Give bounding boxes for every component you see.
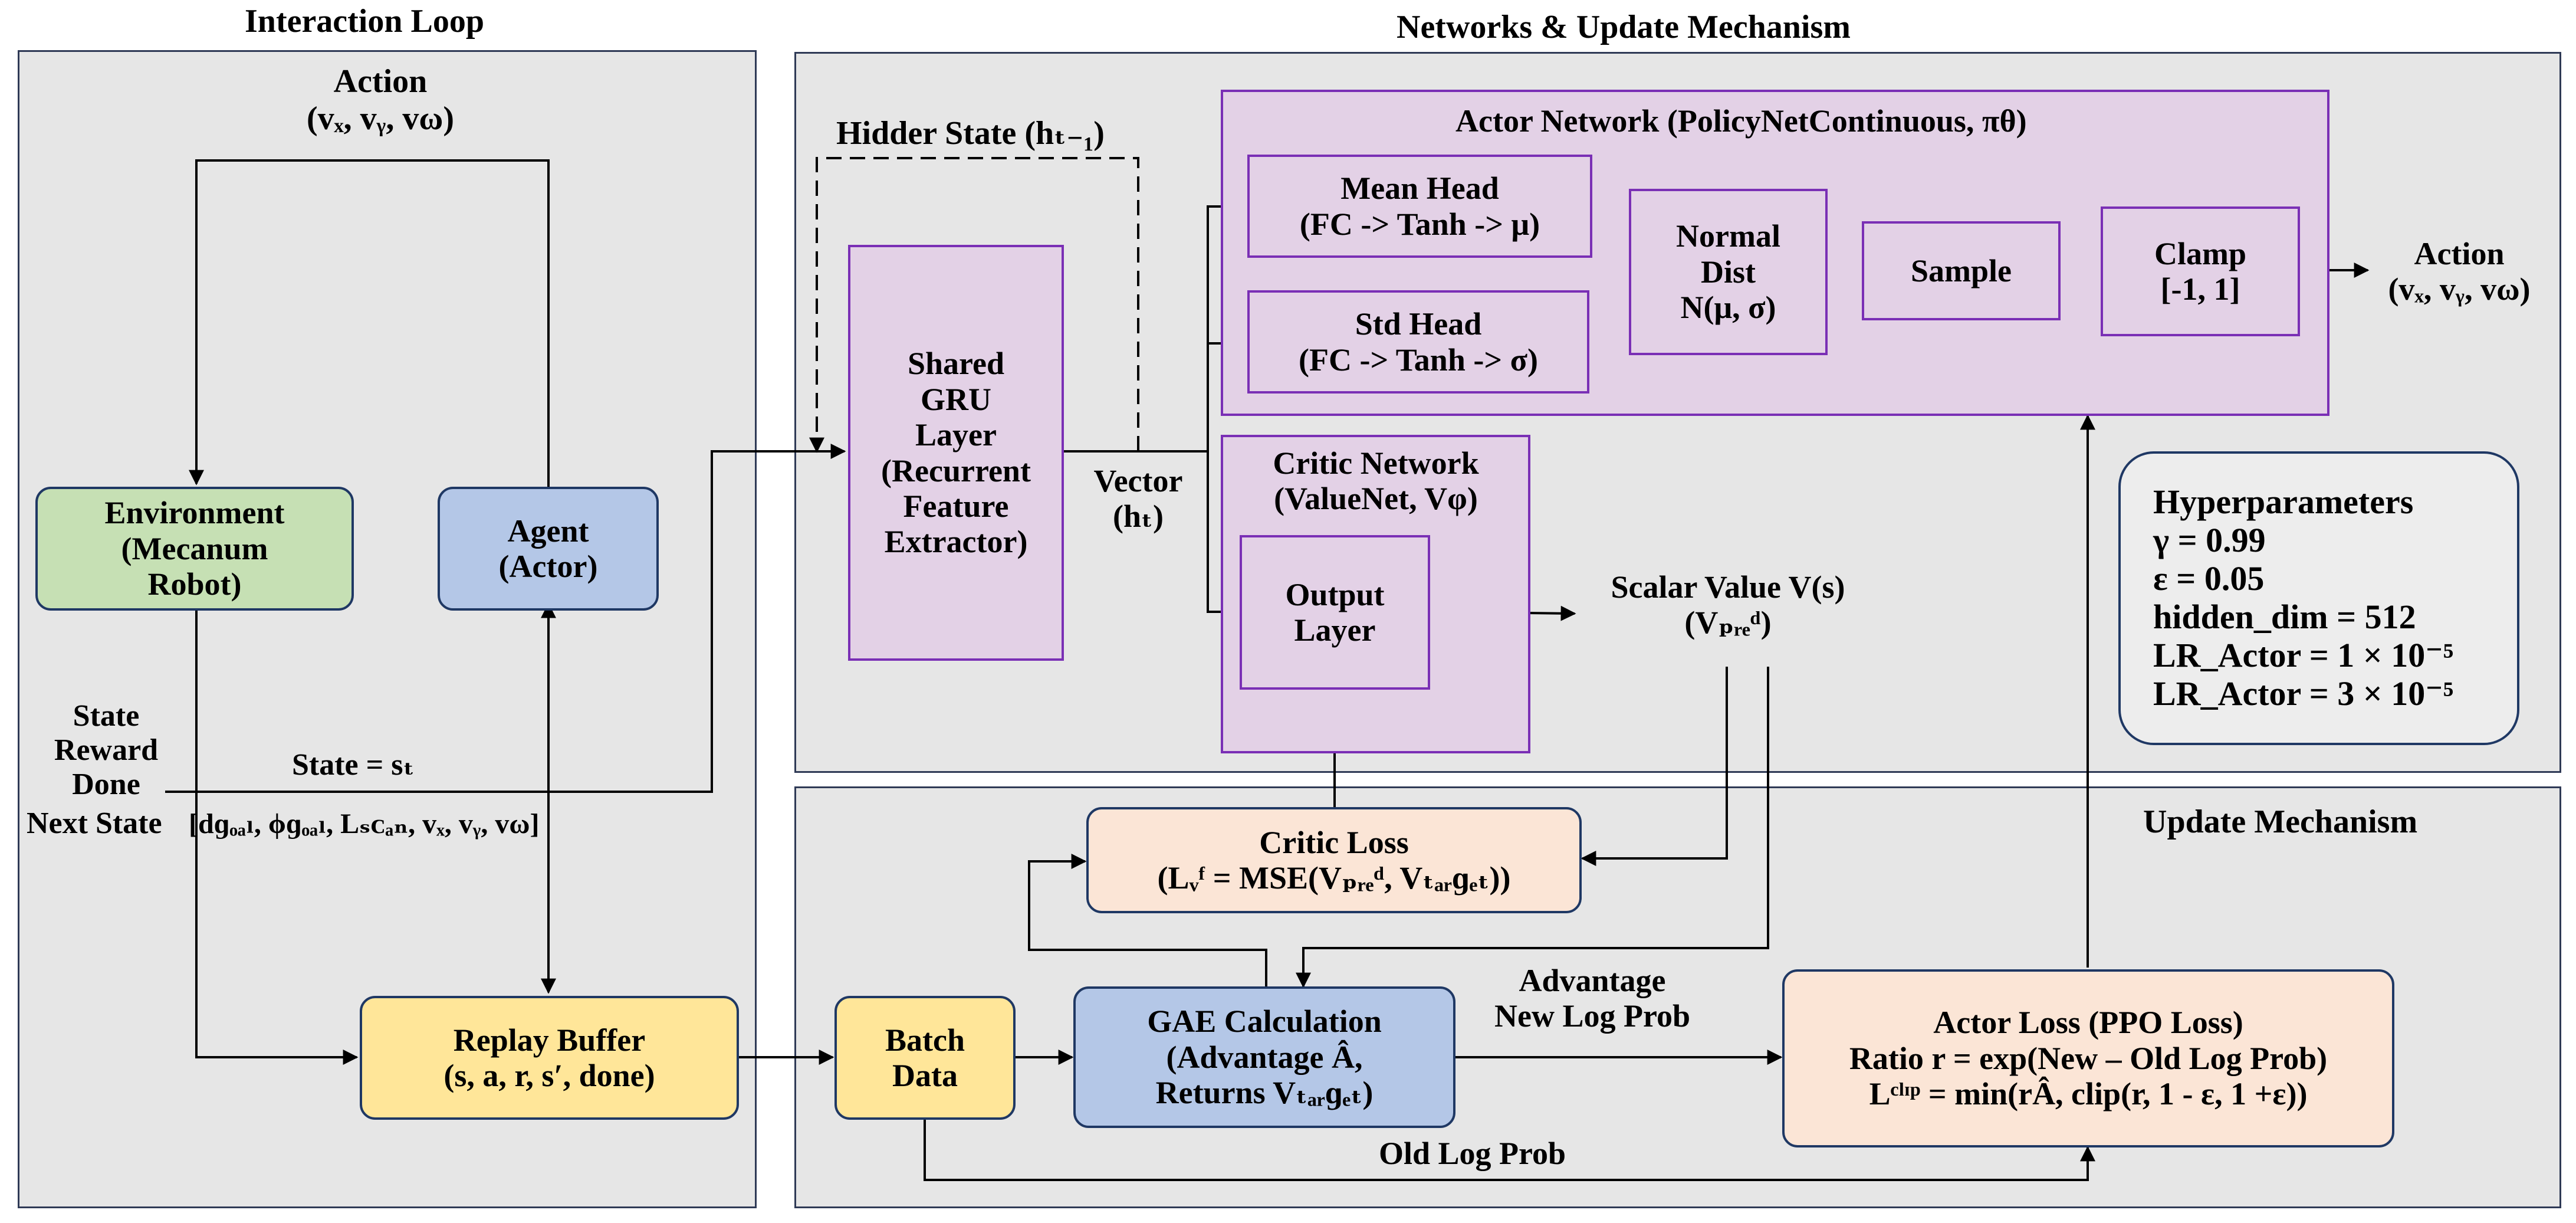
actor-loss-box: Actor Loss (PPO Loss) Ratio r = exp(New … <box>1782 969 2394 1147</box>
clamp-box: Clamp [-1, 1] <box>2101 206 2300 336</box>
sample-box: Sample <box>1862 221 2061 320</box>
hidden-state-label: Hidder State (hₜ₋₁) <box>836 115 1105 152</box>
networks-update-title: Networks & Update Mechanism <box>1397 9 1851 45</box>
state-equation-label: State = sₜ <box>292 748 415 782</box>
vpred-to-criticloss-line <box>1581 667 1728 866</box>
environment-box: Environment (Mecanum Robot) <box>35 487 354 611</box>
action-label-top: Action (vₓ, vᵧ, vω) <box>306 63 454 137</box>
state-reward-done-label: State Reward Done <box>54 699 159 802</box>
hidden-state-loop <box>809 157 1139 453</box>
gae-calculation-box: GAE Calculation (Advantage Â, Returns Vₜ… <box>1073 986 1455 1128</box>
advantage-label: Advantage New Log Prob <box>1494 963 1690 1034</box>
agent-box: Agent (Actor) <box>438 487 659 611</box>
hyperparameters-box: Hyperparameters γ = 0.99 ε = 0.05 hidden… <box>2118 451 2519 745</box>
old-log-prob-label: Old Log Prob <box>1379 1136 1566 1171</box>
critic-loss-box: Critic Loss (Lᵥᶠ = MSE(Vₚᵣₑᵈ, Vₜₐᵣɡₑₜ)) <box>1086 807 1582 913</box>
mean-head-box: Mean Head (FC -> Tanh -> μ) <box>1247 155 1592 258</box>
next-state-label: Next State <box>27 806 162 840</box>
update-mechanism-title: Update Mechanism <box>2143 804 2418 840</box>
gae-to-criticloss-line <box>1028 854 1267 986</box>
scalar-value-label: Scalar Value V(s) (Vₚᵣₑᵈ) <box>1611 569 1845 641</box>
old-log-prob-line <box>924 1119 2095 1181</box>
replay-buffer-box: Replay Buffer (s, a, r, s′, done) <box>360 996 739 1120</box>
shared-gru-box: Shared GRU Layer (Recurrent Feature Extr… <box>848 245 1064 661</box>
actor-network-title: Actor Network (PolicyNetContinuous, πθ) <box>1455 103 2027 139</box>
agent-to-environment-line <box>189 159 550 487</box>
batch-data-box: Batch Data <box>834 996 1016 1120</box>
normal-dist-box: Normal Dist N(μ, σ) <box>1629 189 1828 355</box>
action-label-right: Action (vₓ, vᵧ, vω) <box>2388 236 2531 307</box>
environment-to-replay-line <box>195 611 359 1065</box>
output-layer-box: Output Layer <box>1240 535 1430 690</box>
vtarget-to-gae-line <box>1296 667 1769 988</box>
critic-network-title: Critic Network (ValueNet, Vφ) <box>1273 445 1479 517</box>
vector-label: Vector (hₜ) <box>1093 463 1183 535</box>
state-vector-label: [dɡₒₐₗ, ϕɡₒₐₗ, Lₛᴄₐₙ, vₓ, vᵧ, vω] <box>189 808 540 840</box>
interaction-loop-title: Interaction Loop <box>245 3 484 40</box>
state-to-gru-line <box>165 444 846 793</box>
std-head-box: Std Head (FC -> Tanh -> σ) <box>1247 290 1589 394</box>
